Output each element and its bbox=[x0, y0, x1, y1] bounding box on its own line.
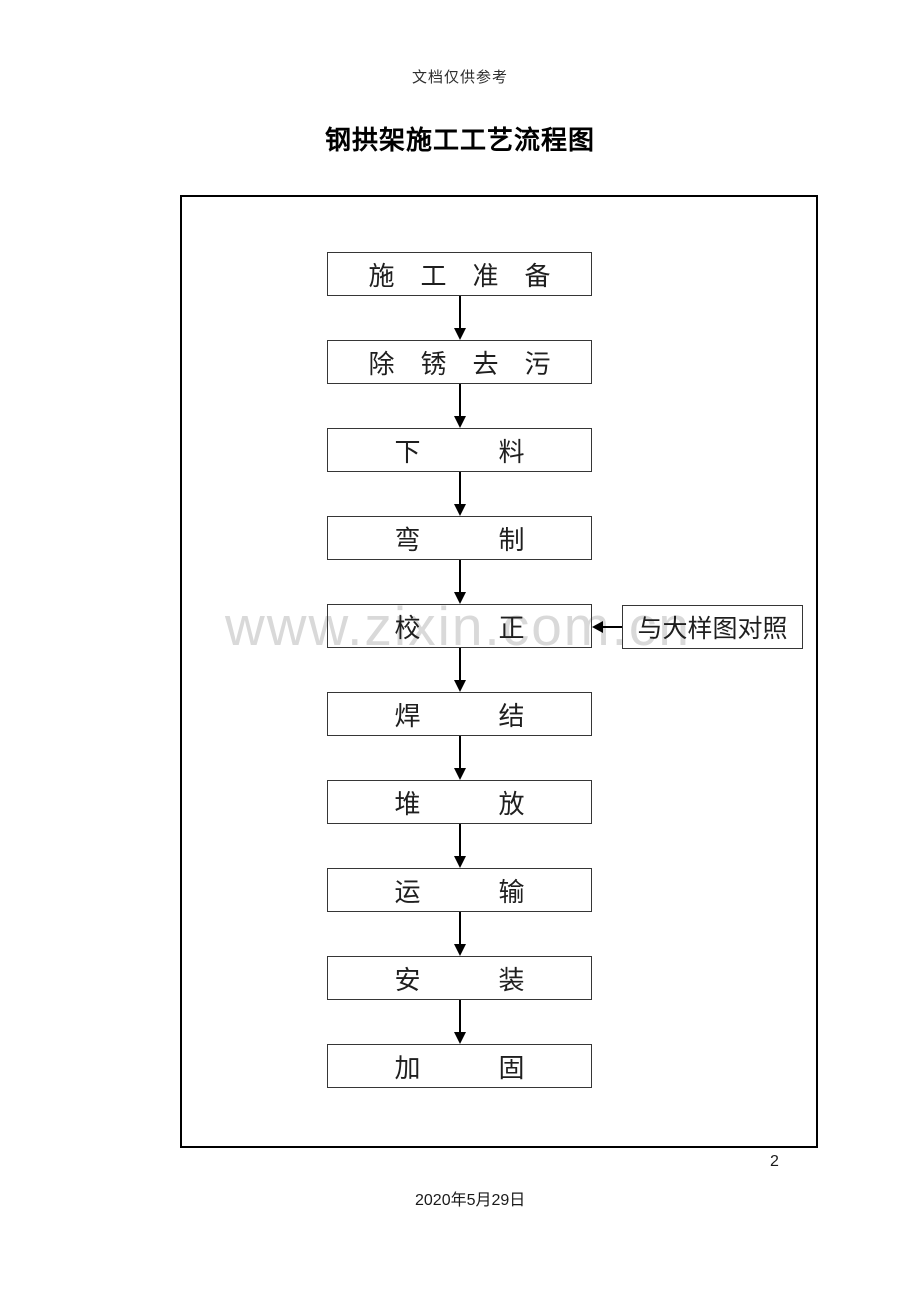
flow-step-box: 除 锈 去 污 bbox=[327, 340, 592, 384]
document-date: 2020年5月29日 bbox=[415, 1192, 526, 1209]
flow-step: 除 锈 去 污 bbox=[327, 340, 592, 428]
down-arrow-head bbox=[453, 1032, 466, 1044]
down-arrow-head bbox=[453, 944, 466, 956]
down-arrow-icon bbox=[327, 912, 592, 956]
flow-step-box: 下 料 bbox=[327, 428, 592, 472]
flow-step-box: 堆 放 bbox=[327, 780, 592, 824]
down-arrow-head bbox=[453, 328, 466, 340]
side-arrow-head bbox=[592, 621, 603, 633]
disclaimer-text: 文档仅供参考 bbox=[411, 70, 508, 86]
down-arrow-line bbox=[458, 824, 461, 857]
side-arrow-line bbox=[601, 626, 622, 628]
down-arrow-icon bbox=[327, 384, 592, 428]
flow-step-box: 安 装 bbox=[327, 956, 592, 1000]
side-note-box: 与大样图对照 bbox=[622, 605, 803, 649]
flowchart-column: 施 工 准 备 除 锈 去 污 下 料 弯 制 校 正 bbox=[327, 252, 592, 1088]
down-arrow-line bbox=[458, 560, 461, 593]
flow-step-box: 运 输 bbox=[327, 868, 592, 912]
flow-step-box: 焊 结 bbox=[327, 692, 592, 736]
page-number: 2 bbox=[770, 1153, 779, 1170]
down-arrow-line bbox=[458, 472, 461, 505]
flow-step: 下 料 bbox=[327, 428, 592, 516]
flow-step-box: 施 工 准 备 bbox=[327, 252, 592, 296]
down-arrow-icon bbox=[327, 560, 592, 604]
down-arrow-line bbox=[458, 296, 461, 329]
down-arrow-icon bbox=[327, 1000, 592, 1044]
down-arrow-head bbox=[453, 592, 466, 604]
down-arrow-line bbox=[458, 384, 461, 417]
down-arrow-line bbox=[458, 912, 461, 945]
flow-step: 校 正 bbox=[327, 604, 592, 692]
flowchart-frame: 施 工 准 备 除 锈 去 污 下 料 弯 制 校 正 bbox=[180, 195, 818, 1148]
flow-step-box: 校 正 bbox=[327, 604, 592, 648]
down-arrow-head bbox=[453, 504, 466, 516]
down-arrow-head bbox=[453, 768, 466, 780]
down-arrow-icon bbox=[327, 472, 592, 516]
flow-step: 弯 制 bbox=[327, 516, 592, 604]
flow-step: 加 固 bbox=[327, 1044, 592, 1088]
page-title: 钢拱架施工工艺流程图 bbox=[324, 125, 595, 155]
down-arrow-icon bbox=[327, 824, 592, 868]
down-arrow-head bbox=[453, 856, 466, 868]
flow-step: 堆 放 bbox=[327, 780, 592, 868]
down-arrow-head bbox=[453, 680, 466, 692]
flow-step: 施 工 准 备 bbox=[327, 252, 592, 340]
down-arrow-icon bbox=[327, 296, 592, 340]
down-arrow-line bbox=[458, 1000, 461, 1033]
flow-step: 运 输 bbox=[327, 868, 592, 956]
down-arrow-icon bbox=[327, 736, 592, 780]
down-arrow-icon bbox=[327, 648, 592, 692]
down-arrow-line bbox=[458, 648, 461, 681]
side-arrow-left-icon bbox=[592, 621, 622, 633]
flow-step: 安 装 bbox=[327, 956, 592, 1044]
down-arrow-line bbox=[458, 736, 461, 769]
flow-step: 焊 结 bbox=[327, 692, 592, 780]
flow-step-box: 弯 制 bbox=[327, 516, 592, 560]
down-arrow-head bbox=[453, 416, 466, 428]
flow-step-box: 加 固 bbox=[327, 1044, 592, 1088]
